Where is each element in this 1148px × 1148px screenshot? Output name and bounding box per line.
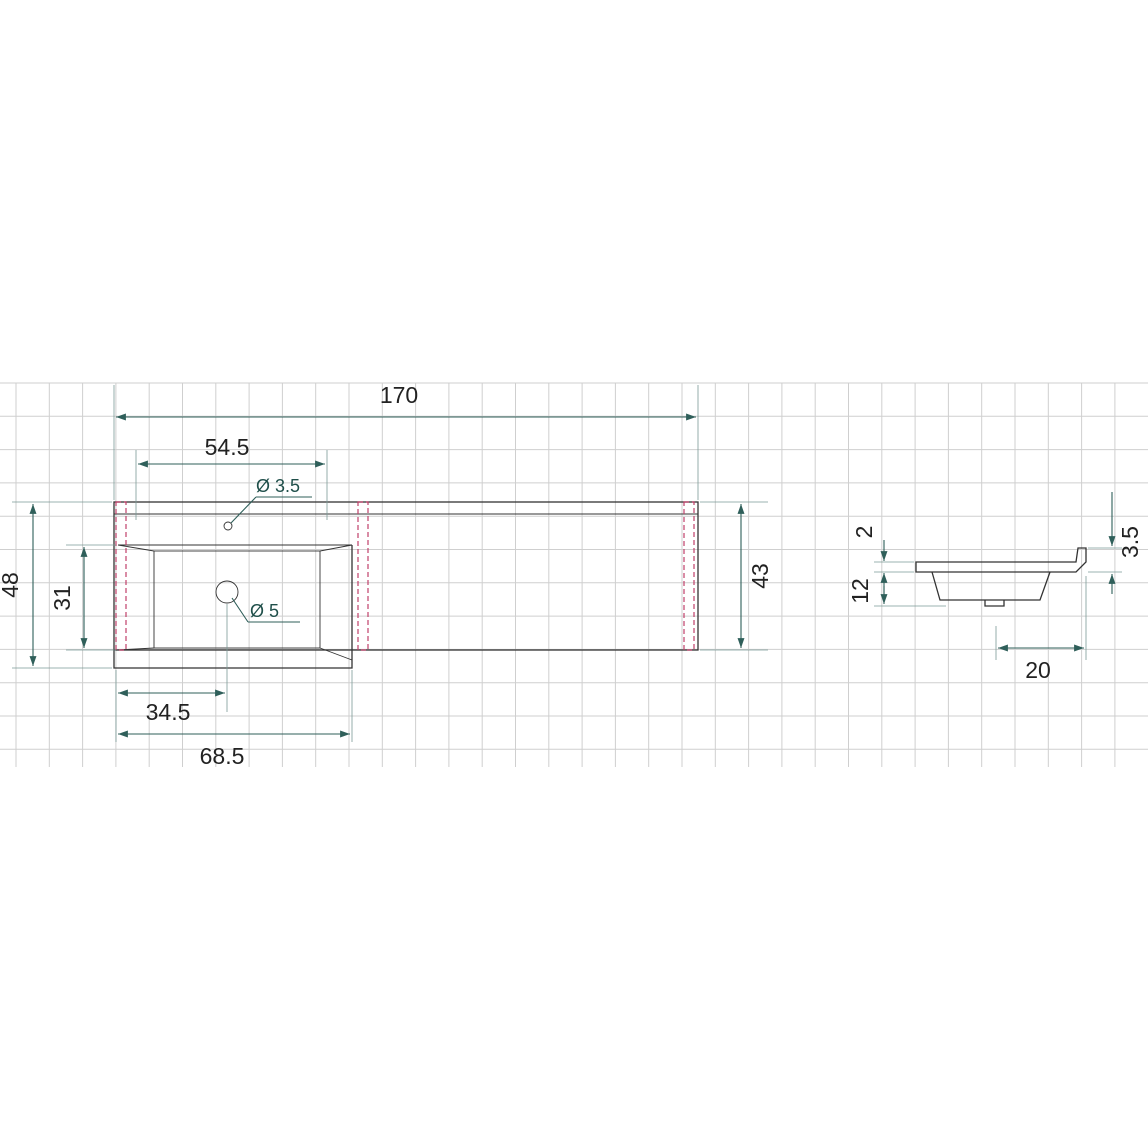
side-profile-top [915,547,1087,573]
dim-faucet-offset: 54.5 [205,434,250,460]
dim-total-length: 170 [380,382,418,408]
dim-total-depth: 48 [0,572,23,598]
side-drain [984,600,1005,607]
dim-back-lip: 3.5 [1117,526,1143,558]
leader-faucet [230,496,257,524]
dim-basin-depth: 31 [49,585,75,611]
side-profile-bowl [931,571,1051,601]
drain-hole-icon [215,580,239,604]
hidden-bracket-right [683,501,695,651]
side-view: 2 12 3.5 20 [847,492,1143,683]
faucet-hole-icon [223,521,233,531]
top-view: 170 54.5 Ø 3.5 Ø 5 48 31 43 34.5 [0,382,773,769]
bowl-corner-tr [319,544,353,552]
dim-faucet-hole: Ø 3.5 [256,476,300,496]
background-grid [0,382,1148,767]
hidden-bracket-left [115,501,127,651]
dim-drain-hole: Ø 5 [250,601,279,621]
hidden-bracket-middle [357,501,369,651]
leader-drain [231,597,249,623]
bowl-corner-tl [117,544,155,552]
bowl-corner-br [319,647,353,661]
dim-side-offset: 20 [1025,657,1051,683]
dim-rim-height: 2 [851,526,877,539]
dim-basin-height: 12 [847,578,873,604]
dim-depth-right: 43 [747,563,773,589]
dim-basin-section-width: 68.5 [200,743,245,769]
basin-front-step [113,545,353,669]
dim-drain-offset: 34.5 [146,699,191,725]
basin-bowl [153,550,321,649]
countertop-outline [113,501,699,651]
